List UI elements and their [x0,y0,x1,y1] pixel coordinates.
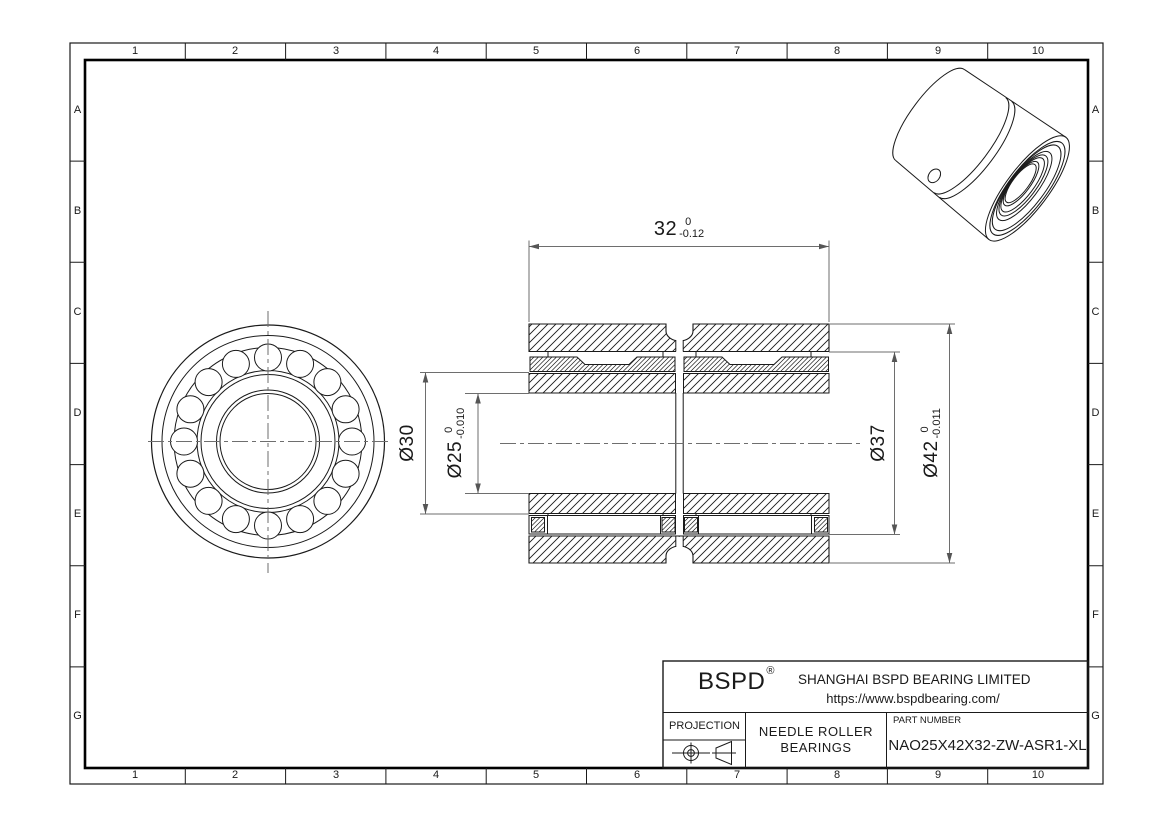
cage-bar [814,517,828,533]
grid-row-label: G [73,710,82,722]
part-number-value: NAO25X42X32-ZW-ASR1-XL [888,737,1087,754]
grid-col-label: 7 [733,769,741,781]
dim-diameter-42: Ø42 0 -0.011 [917,396,947,490]
grid-col-label: 4 [432,45,440,57]
grid-col-label: 1 [131,769,139,781]
product-name-line1: NEEDLE ROLLER [758,724,874,739]
grid-col-label: 10 [1031,769,1045,781]
oil-hole-3d [927,168,942,184]
front-view [148,311,390,573]
outer-ring-top-section [528,323,830,353]
dim-value: Ø37 [868,424,889,462]
part-number-label: PART NUMBER [893,715,962,726]
grid-col-label: 5 [532,45,540,57]
dimension-lines [420,240,955,564]
needle-roller-section [547,515,661,535]
grid-row-label: A [1091,104,1100,116]
grid-col-label: 1 [131,45,139,57]
cage-bar [661,517,676,533]
company-name: SHANGHAI BSPD BEARING LIMITED [798,672,1031,687]
grid-col-label: 3 [332,769,340,781]
dim-value: Ø25 [445,440,466,479]
cage-bar [531,517,545,533]
front-view-centerlines [148,311,390,573]
iso-view [892,67,1070,242]
dim-diameter-37: Ø37 [868,418,890,468]
section-view [500,323,860,564]
grid-col-label: 9 [934,45,942,57]
grid-col-label: 8 [833,769,841,781]
company-logo: BSPD ® [698,665,775,696]
dim-value: 32 [653,217,678,240]
grid-row-label: C [1091,306,1100,318]
projection-label: PROJECTION [669,720,740,732]
dimension-arrowheads [422,243,953,563]
grid-col-label: 3 [332,45,340,57]
grid-col-label: 8 [833,45,841,57]
roller-end-ticks-top [547,351,812,357]
grid-col-label: 5 [532,769,540,781]
grid-row-label: B [1091,205,1100,217]
grid-col-label: 6 [633,45,641,57]
grid-col-label: 2 [231,769,239,781]
grid-row-label: D [1091,407,1100,419]
roller-end-ticks-bottom [547,513,812,516]
grid-row-label: B [73,205,82,217]
grid-row-label: G [1091,710,1100,722]
company-website: https://www.bspdbearing.com/ [826,691,1000,706]
grid-row-label: E [1091,508,1100,520]
grid-col-label: 2 [231,45,239,57]
cage-top-left [529,356,676,372]
dim-diameter-25: Ø25 0 -0.010 [441,396,471,490]
grid-row-label: E [73,508,82,520]
logo-text: BSPD [698,668,766,695]
cage-bar [684,517,698,533]
dim-diameter-30: Ø30 [397,418,419,468]
dim-value: Ø30 [397,424,418,462]
product-name-line2: BEARINGS [780,740,852,755]
title-block-frame [662,660,1089,769]
registered-trademark-icon: ® [766,665,775,677]
grid-row-label: D [73,407,82,419]
inner-ring-top-right [683,373,830,394]
dim-tolerance: 0 -0.010 [443,407,467,439]
grid-col-label: 10 [1031,45,1045,57]
border-frame [69,42,1104,785]
dim-tolerance: 0 -0.011 [919,408,943,439]
grid-col-label: 7 [733,45,741,57]
inner-ring-bottom-right [683,493,830,514]
grid-row-label: C [73,306,82,318]
grid-col-label: 4 [432,769,440,781]
grid-row-label: A [73,104,82,116]
projection-symbol-icon [672,740,736,766]
grid-row-label: F [74,609,81,621]
dim-width-32: 32 0 -0.12 [634,216,724,242]
cage-top-right [683,356,829,372]
inner-ring-bottom-left [528,493,676,514]
grid-col-label: 9 [934,769,942,781]
grid-row-label: F [1092,609,1099,621]
dim-tolerance: 0 -0.12 [679,216,705,240]
dim-value: Ø42 [921,440,942,478]
grid-col-label: 6 [633,769,641,781]
needle-roller-section [698,515,812,535]
grid-tick-marks [70,43,1103,784]
inner-ring-top-left [528,373,676,394]
